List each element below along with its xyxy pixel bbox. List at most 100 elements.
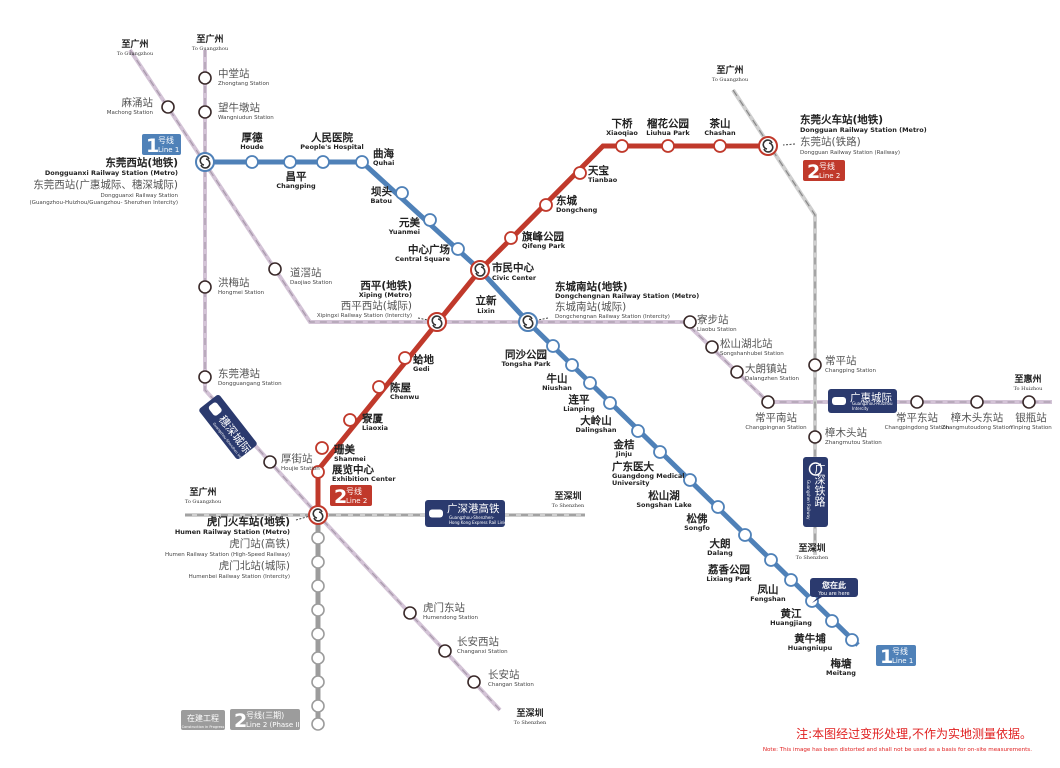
station-liaoxia[interactable] [343, 413, 357, 427]
badge-zh: 号线 [892, 646, 908, 656]
station-songshanhubei[interactable] [705, 340, 719, 354]
interchange-label: 东莞火车站(地铁) [800, 113, 883, 126]
station-changpingdong[interactable] [910, 395, 924, 409]
badge-bg [803, 160, 845, 181]
station-houjie[interactable] [263, 455, 277, 469]
station-daojiao[interactable] [268, 262, 282, 276]
station-lixiang[interactable] [764, 553, 778, 567]
station-name-en: Civic Center [492, 274, 537, 282]
interchange-civic-center[interactable] [470, 260, 490, 280]
station-changping-station[interactable] [808, 358, 822, 372]
station-dongcheng[interactable] [539, 198, 553, 212]
station-dalingshan[interactable] [603, 396, 617, 410]
station-chashan[interactable] [713, 139, 727, 153]
transfer-icon [522, 315, 534, 329]
station-name-zh: 大岭山 [580, 414, 612, 427]
interchange-dongguan-railway[interactable] [758, 136, 778, 156]
station-batou[interactable] [395, 186, 409, 200]
station-name-en: Dalingshan [575, 426, 616, 434]
badge-number: 1 [880, 646, 893, 668]
station-dalang[interactable] [738, 528, 752, 542]
station-name-en: Houjie Station [281, 466, 320, 472]
station-name-zh: 黄江 [781, 607, 802, 620]
station-name-zh: 常平东站 [896, 411, 938, 424]
guanghui-intercity-dashes [129, 49, 1052, 403]
station-name-zh: 大朗 [710, 537, 731, 550]
station-changan[interactable] [467, 675, 481, 689]
station-name-en: Wangniudun Station [218, 115, 274, 121]
station-tongsha[interactable] [546, 339, 560, 353]
station-name-en: Huangniupu [788, 644, 833, 652]
station-xiaoqiao[interactable] [615, 139, 629, 153]
pointer-arrow [537, 317, 549, 321]
station-liuhua[interactable] [661, 139, 675, 153]
station-hongmei[interactable] [198, 280, 212, 294]
interchange-humen[interactable] [308, 505, 328, 525]
station-zhongtang[interactable] [198, 71, 212, 85]
terminus-label-en: To Huizhou [1014, 386, 1044, 392]
train-icon [208, 402, 222, 416]
station-name-zh: 樟木头东站 [951, 411, 1004, 424]
badge-zh: 号线 [158, 135, 174, 145]
station-changpingnan[interactable] [761, 395, 775, 409]
badge-bg [810, 578, 858, 597]
station-changping[interactable] [283, 155, 297, 169]
station-name-en: Chenwu [390, 393, 419, 401]
interchange-xiping[interactable] [427, 312, 447, 332]
badge-en: Construction in Progress [182, 725, 225, 729]
station-songfo[interactable] [711, 500, 725, 514]
terminus-label-en: To Shenzhen [552, 503, 585, 509]
station-niushan[interactable] [565, 358, 579, 372]
station-meitang[interactable] [845, 633, 859, 647]
badge-pointer [812, 597, 822, 603]
terminus-label: 至广州 [196, 33, 223, 45]
terminus-label: 至广州 [189, 486, 216, 498]
station-huangniupu[interactable] [825, 614, 839, 628]
line2-phase3-badge: 2号线(三期)Line 2 (Phase III) [230, 709, 305, 732]
station-gd-medical[interactable] [653, 445, 667, 459]
construction-station [311, 699, 325, 713]
station-name-en: University [612, 479, 650, 487]
station-songshan-lake[interactable] [683, 473, 697, 487]
station-name-en: Zhongtang Station [218, 81, 270, 87]
station-machong[interactable] [161, 100, 175, 114]
station-dalangzhen[interactable] [730, 365, 744, 379]
transfer-icon [762, 139, 774, 153]
station-peoples-hospital[interactable] [316, 155, 330, 169]
station-gedi[interactable] [398, 351, 412, 365]
interchange-lixin[interactable] [518, 312, 538, 332]
station-name-en: Changpingdong Station [885, 425, 950, 431]
station-wangniudun[interactable] [198, 105, 212, 119]
station-name-en: Quhai [373, 159, 394, 167]
station-yuanmei[interactable] [423, 213, 437, 227]
station-tianbao[interactable] [573, 166, 587, 180]
badge-en: Intercity [852, 406, 869, 411]
station-dongguangang[interactable] [198, 370, 212, 384]
interchange-dongguanxi[interactable] [195, 152, 215, 172]
guangshen-railway-line [731, 88, 817, 555]
station-yinping[interactable] [1022, 395, 1036, 409]
station-name-zh: 厚街站 [281, 452, 313, 465]
train-icon [832, 397, 846, 405]
station-zhangmutoudong[interactable] [970, 395, 984, 409]
station-chenwu[interactable] [372, 380, 386, 394]
station-exhibition[interactable] [311, 465, 325, 479]
station-changanxi[interactable] [438, 644, 452, 658]
station-houde[interactable] [245, 155, 259, 169]
interchange-label: Humenbei Railway Station (Intercity) [189, 574, 290, 580]
station-qifeng[interactable] [504, 231, 518, 245]
station-fengshan[interactable] [784, 573, 798, 587]
terminus-label: 至深圳 [798, 542, 825, 554]
station-lianping[interactable] [583, 376, 597, 390]
station-central-square[interactable] [451, 242, 465, 256]
interchange-label: 东城南站(地铁) [555, 280, 628, 293]
station-jinju[interactable] [631, 424, 645, 438]
station-liaobu[interactable] [683, 315, 697, 329]
station-shanmei[interactable] [315, 441, 329, 455]
station-zhangmutou[interactable] [808, 430, 822, 444]
station-quhai[interactable] [355, 155, 369, 169]
station-name-en: Lixiang Park [706, 575, 752, 583]
station-humendong[interactable] [403, 606, 417, 620]
